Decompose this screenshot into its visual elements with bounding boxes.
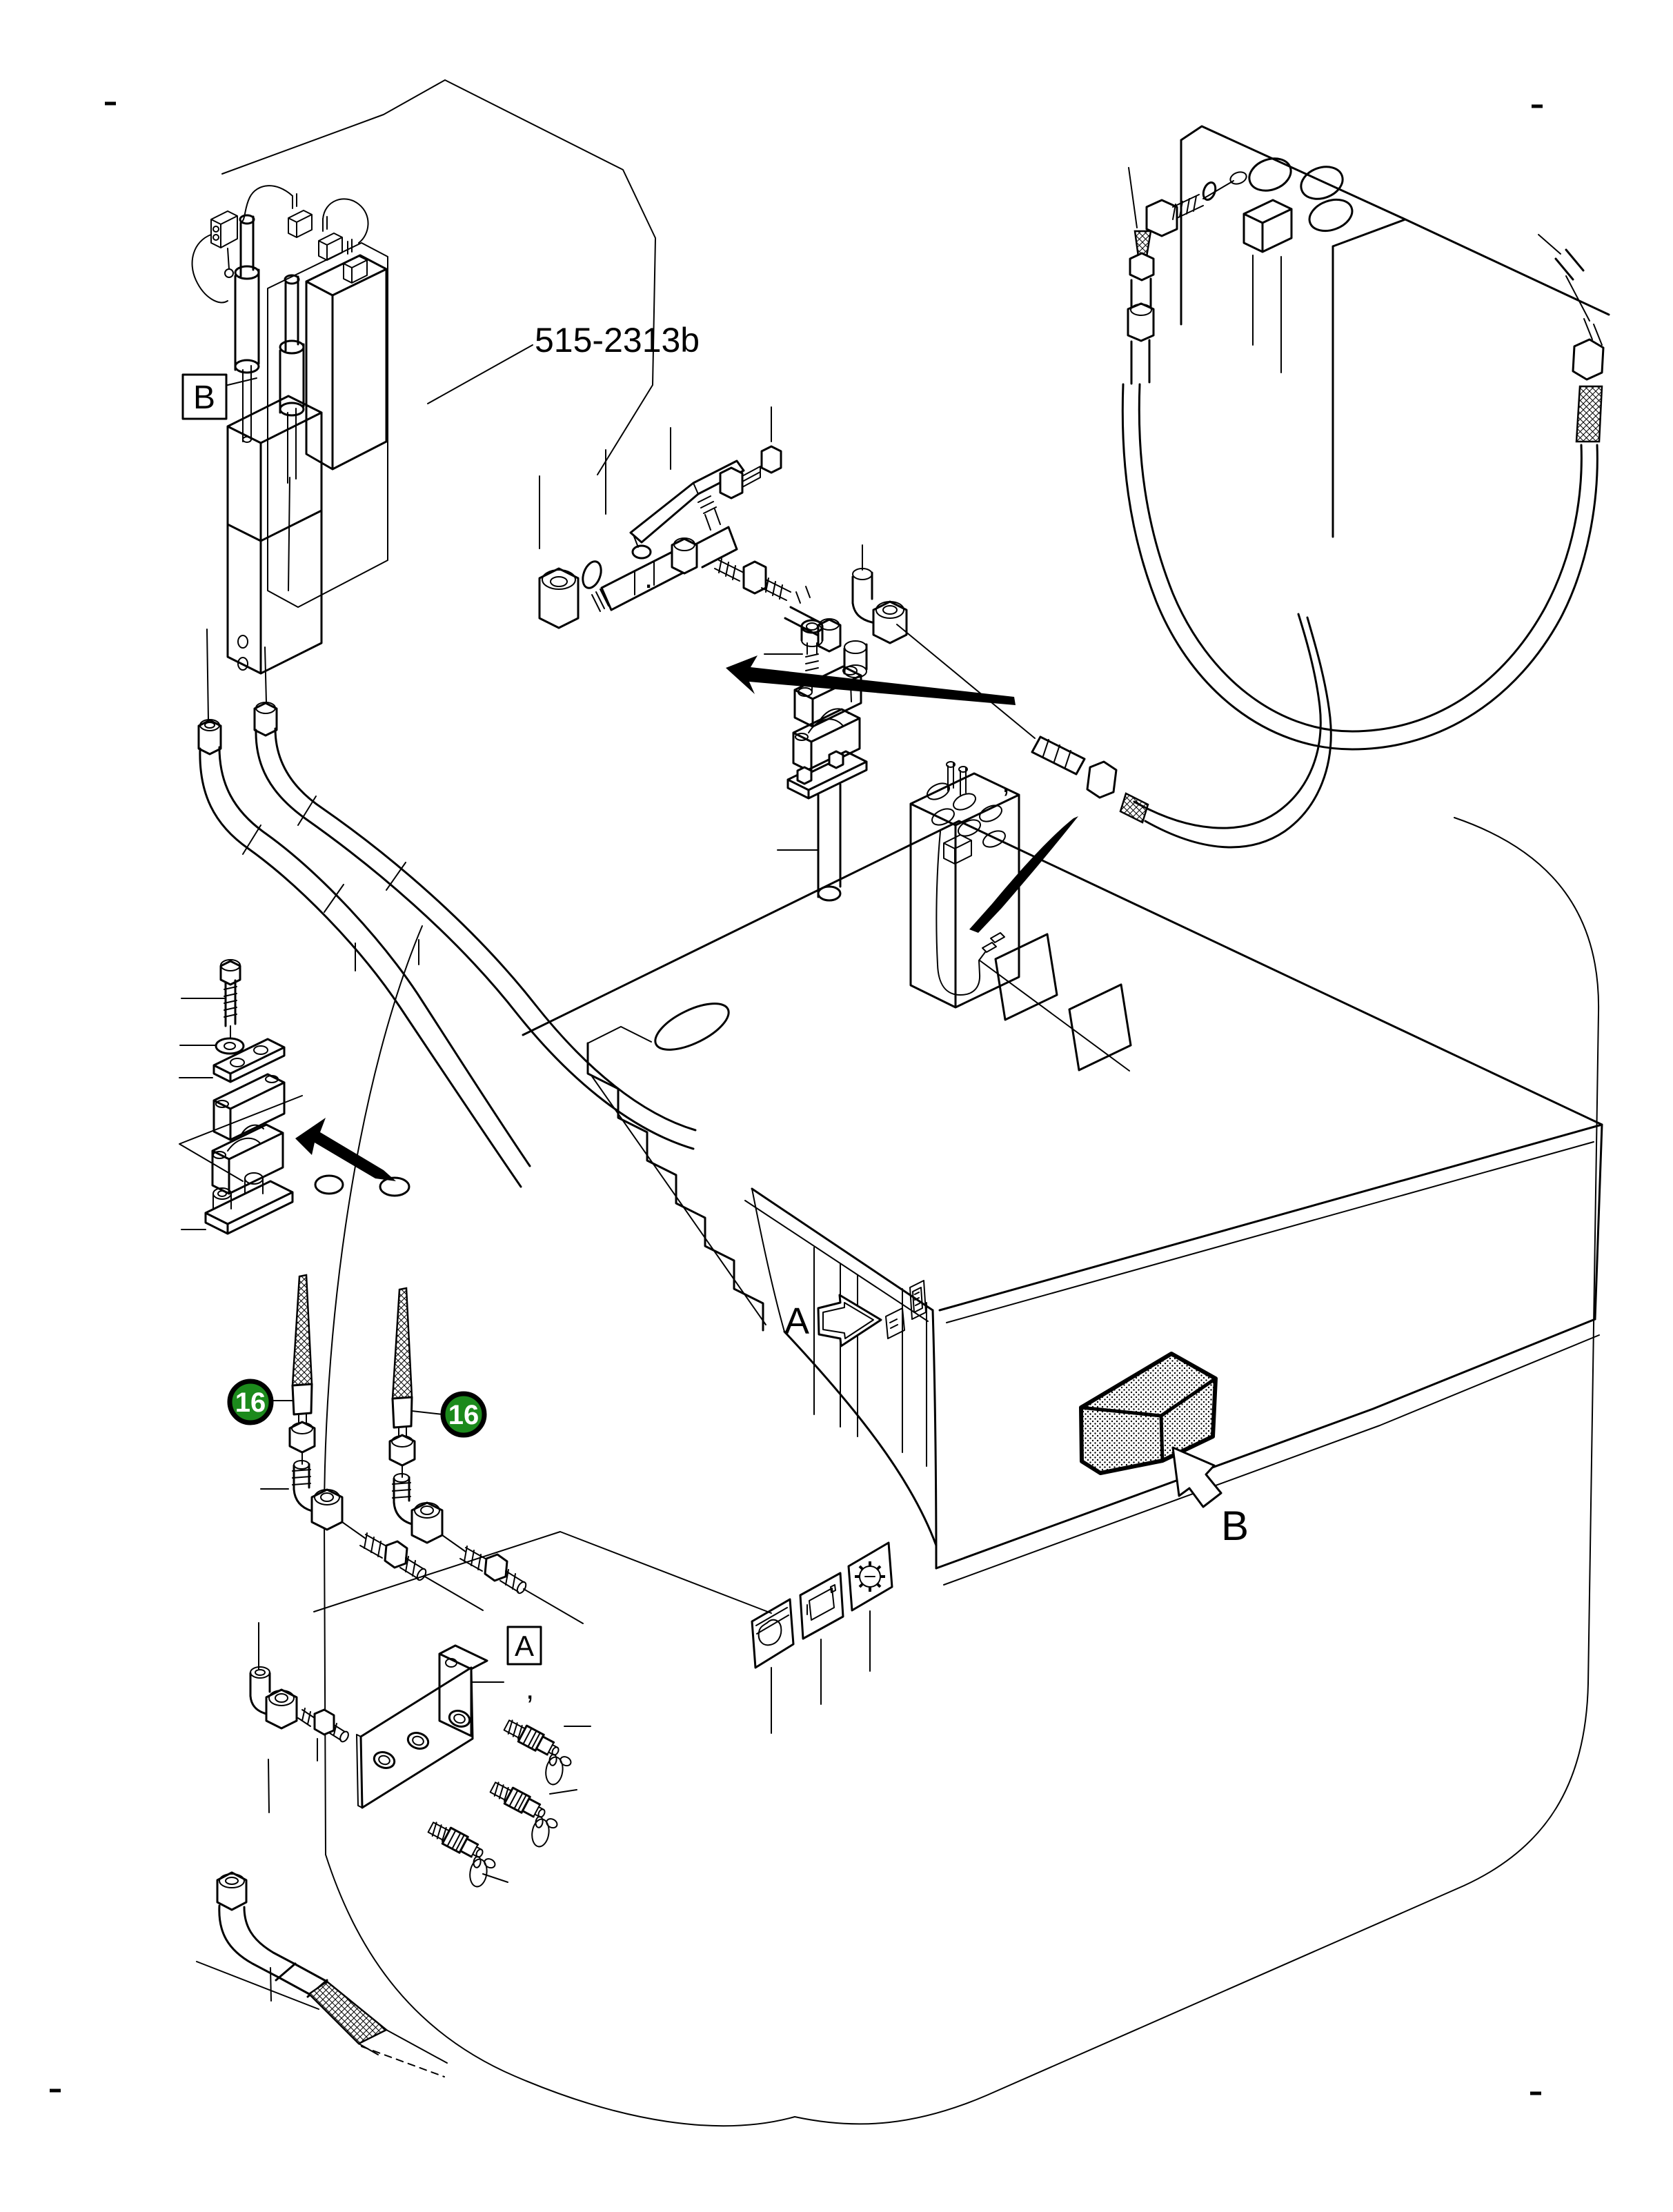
part-number-callout: 515-2313b	[427, 321, 700, 404]
machine-outline	[196, 79, 1600, 2127]
clamp-exploded-center	[764, 619, 868, 902]
elbow-fitting	[851, 568, 908, 644]
sender-box	[1243, 199, 1293, 253]
quick-coupler	[475, 1778, 566, 1854]
hydraulic-cylinder	[234, 214, 260, 443]
item-badge-16-right[interactable]: 16	[405, 1391, 487, 1438]
upper-tank-corner	[1121, 125, 1610, 751]
pointer-a-label: A	[784, 1301, 809, 1342]
washer	[215, 1037, 245, 1055]
filler-hole	[654, 1003, 730, 1051]
part-number-label: 515-2313b	[535, 321, 700, 359]
dot-mark: .	[644, 561, 653, 595]
bulkhead-sleeve	[373, 1751, 396, 1769]
corner-marks	[50, 101, 1543, 2095]
manifold-plate	[359, 1666, 474, 1809]
elbow-fitting	[249, 1622, 298, 1730]
comma-mark: ,	[526, 1672, 534, 1706]
pointer-arrow-icon	[969, 816, 1078, 933]
badge-hose-chains	[260, 1274, 584, 1625]
hydraulic-cylinder	[279, 274, 305, 484]
decal-small	[909, 1280, 927, 1320]
standpipe-tube	[817, 783, 842, 902]
view-label-b: B	[181, 373, 228, 420]
solenoid-valve-icon	[343, 239, 368, 284]
decal-gear	[847, 1541, 893, 1672]
badge-circle[interactable]	[440, 1391, 487, 1438]
valve-assembly-b	[191, 185, 388, 675]
tee-fitting	[784, 586, 842, 653]
cover-plate	[994, 933, 1058, 1021]
decal-row	[751, 1541, 893, 1734]
hex-bolt	[219, 959, 241, 1039]
junction-box	[210, 210, 238, 278]
decal-oil	[751, 1598, 795, 1734]
bulkhead-sleeve	[448, 1710, 471, 1728]
clamp-base-plate	[786, 750, 868, 800]
straight-adapter	[714, 558, 791, 601]
clamp-base-plate	[204, 1172, 294, 1235]
tank-port-hole	[1300, 166, 1344, 200]
straight-adapter	[719, 445, 782, 500]
decal-battery	[799, 1572, 844, 1705]
socket-head-bolt	[800, 619, 824, 692]
quick-coupler	[413, 1818, 504, 1894]
braided-hose-end	[308, 1980, 388, 2045]
view-label-a-text: A	[515, 1630, 534, 1662]
hose-bottom-left	[216, 1759, 448, 2077]
l-bracket	[438, 1644, 504, 1737]
fitting-chain	[538, 406, 1332, 849]
pointer-arrow-icon	[295, 1118, 396, 1181]
main-tank	[522, 820, 1603, 1586]
solenoid-valve-icon	[318, 216, 343, 261]
ball-valve	[591, 460, 745, 612]
cover-plate	[1068, 983, 1132, 1072]
mount-hole	[314, 1174, 344, 1195]
clamp-top-plate	[212, 1038, 286, 1083]
hose-fitting-stack	[1127, 167, 1155, 385]
sender-unit-box	[909, 761, 1132, 1072]
clamp-exploded-left	[179, 959, 410, 1235]
bracket-assembly-a: A ,	[249, 1622, 591, 1894]
decal-small	[885, 1307, 905, 1339]
highlight-box-b-group: B	[1079, 1352, 1249, 1549]
view-label-b-text: B	[193, 379, 215, 416]
tank-steps	[586, 1042, 764, 1332]
pointer-arrow-icon	[726, 655, 1016, 705]
pointer-b-label: B	[1221, 1503, 1249, 1549]
tee-fitting	[671, 495, 738, 575]
block-arrow-up-icon	[1171, 1446, 1222, 1508]
valve-hoses	[197, 629, 697, 1188]
braided-hose-end	[1575, 385, 1603, 443]
quick-coupler	[489, 1716, 580, 1792]
stud-fitting	[1145, 171, 1247, 237]
mount-hole	[379, 1176, 410, 1197]
comma-mark: ,	[1002, 765, 1010, 799]
tank-port-hole	[1308, 198, 1354, 233]
view-label-a: A	[506, 1626, 542, 1666]
solenoid-valve-icon	[288, 193, 313, 238]
badge-number[interactable]: 16	[448, 1400, 479, 1430]
spacer-sleeve	[843, 640, 868, 702]
badge-circle[interactable]	[227, 1379, 274, 1425]
straight-adapter	[297, 1708, 349, 1761]
clamp-half-lower	[792, 708, 861, 773]
badge-number[interactable]: 16	[235, 1388, 266, 1418]
hose-coupler	[1031, 735, 1149, 824]
clamp-half-lower	[211, 1123, 284, 1195]
tank-port-hole	[1248, 157, 1292, 192]
cap-nut	[538, 567, 580, 629]
pointer-a-group: A	[784, 1280, 927, 1347]
item-badge-16-left[interactable]: 16	[227, 1379, 296, 1425]
block-arrow-right-icon	[817, 1294, 882, 1347]
bulkhead-sleeve	[406, 1732, 430, 1750]
washer	[582, 560, 602, 589]
